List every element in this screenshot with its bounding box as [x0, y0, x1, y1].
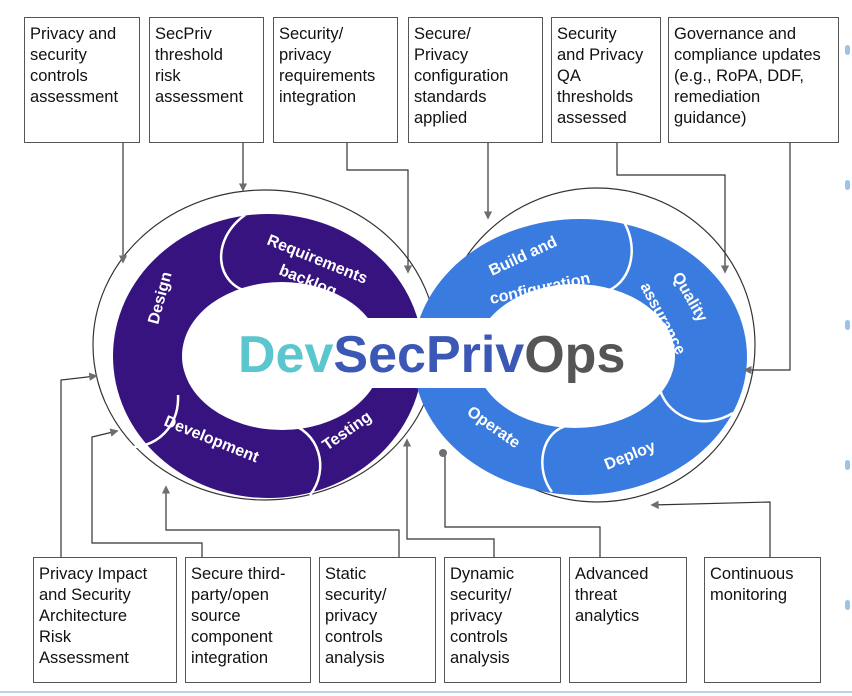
top-box-privacy-security-assessment: Privacy and security controls assessment — [24, 17, 140, 143]
bottom-box-threat-analytics: Advanced threat analytics — [569, 557, 687, 683]
top-box-secpriv-threshold: SecPriv threshold risk assessment — [149, 17, 264, 143]
top-box-qa-thresholds: Security and Privacy QA thresholds asses… — [551, 17, 661, 143]
top-box-governance-updates: Governance and compliance updates (e.g.,… — [668, 17, 839, 143]
edge-marker — [845, 320, 850, 330]
title: DevSecPrivOps — [238, 326, 625, 384]
bottom-box-continuous-monitoring: Continuous monitoring — [704, 557, 821, 683]
top-box-configuration-standards: Secure/ Privacy configuration standards … — [408, 17, 543, 143]
edge-marker — [845, 460, 850, 470]
edge-marker — [845, 180, 850, 190]
bottom-box-static-analysis: Static security/ privacy controls analys… — [319, 557, 436, 683]
top-box-requirements-integration: Security/ privacy requirements integrati… — [273, 17, 398, 143]
bottom-box-third-party: Secure third- party/open source componen… — [185, 557, 311, 683]
page-border-line — [0, 691, 852, 693]
title-band — [200, 318, 650, 388]
connector-dot — [439, 449, 447, 457]
edge-marker — [845, 45, 850, 55]
bottom-box-privacy-impact: Privacy Impact and Security Architecture… — [33, 557, 177, 683]
segment-dividers — [114, 213, 734, 496]
edge-marker — [845, 600, 850, 610]
connectors — [60, 142, 791, 557]
bottom-box-dynamic-analysis: Dynamic security/ privacy controls analy… — [444, 557, 561, 683]
